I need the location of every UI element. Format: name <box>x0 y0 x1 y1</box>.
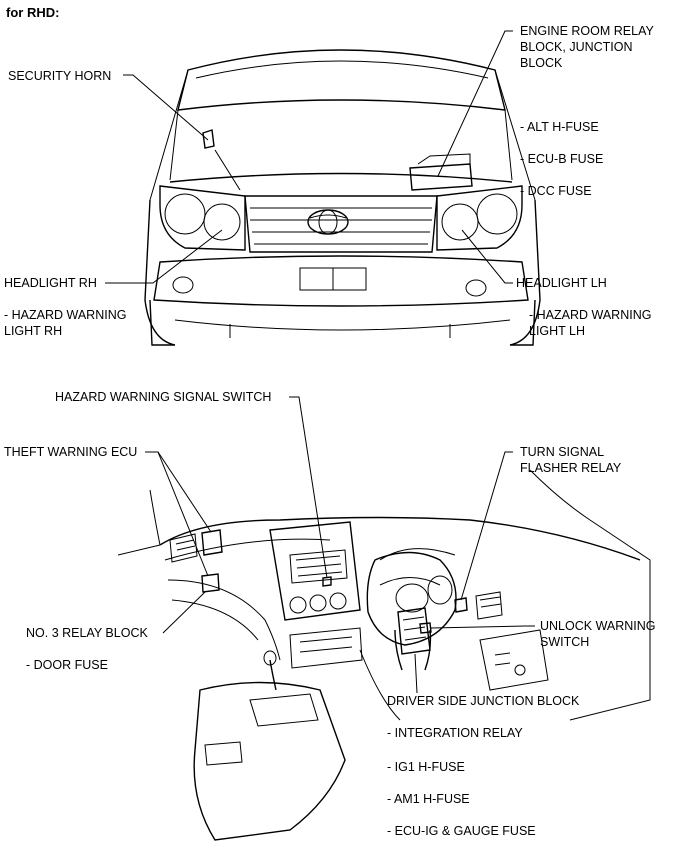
engine-room-relay-label-line3: BLOCK <box>520 56 563 70</box>
unlock-switch-label-line2: SWITCH <box>540 635 590 649</box>
top-leader-lines <box>105 30 513 284</box>
headlight-rh-label: HEADLIGHT RH <box>4 276 97 290</box>
ig1-fuse-label: - IG1 H-FUSE <box>387 760 465 774</box>
engine-room-relay-label-line2: BLOCK, JUNCTION <box>520 40 633 54</box>
ecu-ig-fuse-label: - ECU-IG & GAUGE FUSE <box>387 824 536 838</box>
hazard-rh-label-line1: - HAZARD WARNING <box>4 308 127 322</box>
driver-jb-label: DRIVER SIDE JUNCTION BLOCK <box>387 694 580 708</box>
turn-signal-label-line2: FLASHER RELAY <box>520 461 622 475</box>
dashboard-drawing <box>117 469 651 841</box>
hazard-lh-label-line1: - HAZARD WARNING <box>529 308 652 322</box>
alt-fuse-label: - ALT H-FUSE <box>520 120 599 134</box>
hazard-lh-label-line2: LIGHT LH <box>529 324 586 338</box>
hazard-switch-label: HAZARD WARNING SIGNAL SWITCH <box>55 390 272 404</box>
diagram-heading: for RHD: <box>6 5 60 20</box>
turn-signal-label-line1: TURN SIGNAL <box>520 445 605 459</box>
integration-relay-label: - INTEGRATION RELAY <box>387 726 523 740</box>
am1-fuse-label: - AM1 H-FUSE <box>387 792 470 806</box>
bottom-leader-lines <box>145 396 535 694</box>
hazard-rh-label-line2: LIGHT RH <box>4 324 63 338</box>
vehicle-front-drawing <box>144 49 541 346</box>
security-horn-label: SECURITY HORN <box>8 69 112 83</box>
unlock-switch-label-line1: UNLOCK WARNING <box>540 619 656 633</box>
dcc-fuse-label: - DCC FUSE <box>520 184 592 198</box>
no3-relay-label: NO. 3 RELAY BLOCK <box>26 626 148 640</box>
headlight-lh-label: HEADLIGHT LH <box>516 276 607 290</box>
theft-ecu-label: THEFT WARNING ECU <box>4 445 138 459</box>
ecu-b-fuse-label: - ECU-B FUSE <box>520 152 604 166</box>
door-fuse-label: - DOOR FUSE <box>26 658 108 672</box>
engine-room-relay-label-line1: ENGINE ROOM RELAY <box>520 24 654 38</box>
